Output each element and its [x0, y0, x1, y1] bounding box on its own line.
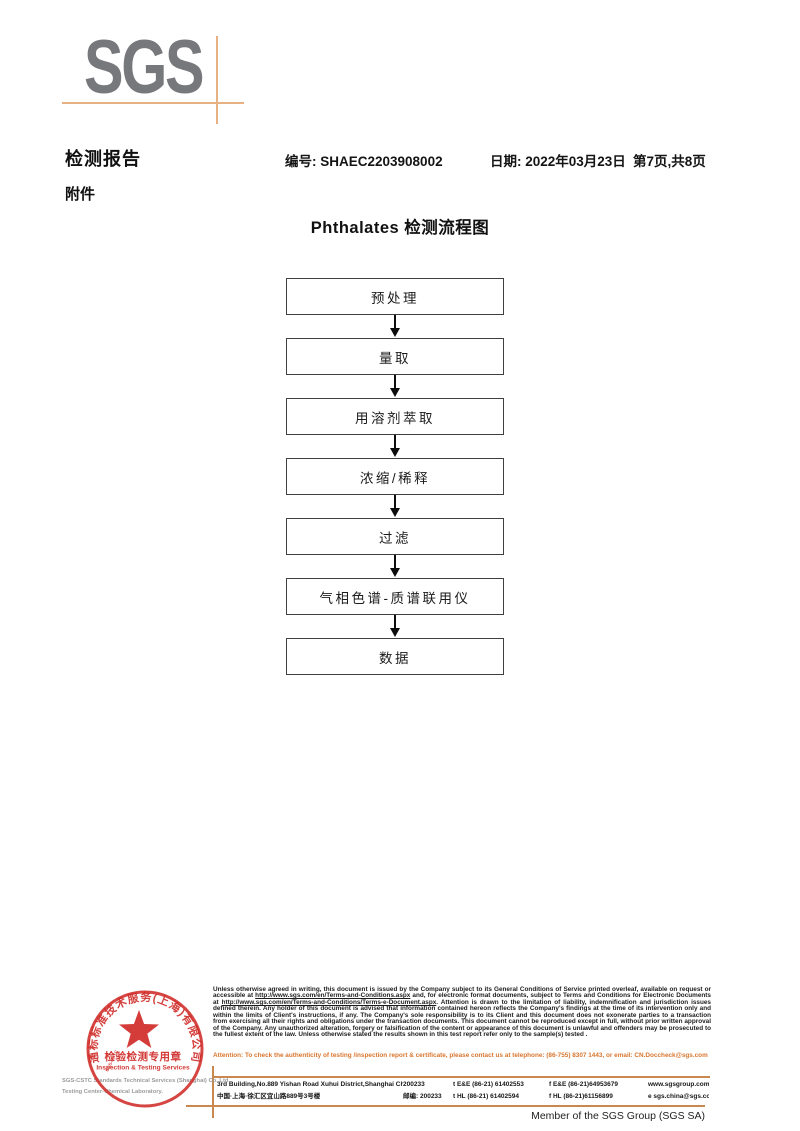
address-cn: 中国·上海·徐汇区宜山路889号3号楼 — [217, 1092, 321, 1100]
flow-arrow-down-icon — [286, 615, 504, 638]
address-block: 3rd Building,No.889 Yishan Road Xuhui Di… — [217, 1079, 709, 1102]
attachment-label: 附件 — [65, 186, 96, 203]
sgs-logo: SGS — [84, 25, 205, 110]
terms-text: and, for electronic format documents, su… — [213, 992, 711, 1006]
address-en: 3rd Building,No.889 Yishan Road Xuhui Di… — [217, 1081, 403, 1088]
inspection-stamp-icon: 通标标准技术服务(上海)有限公司 SGS-CSTC 检验检测专用章 Inspec… — [86, 990, 204, 1108]
flow-arrow-down-icon — [286, 435, 504, 458]
terms-url-1: http://www.sgs.com/en/Terms-and-Conditio… — [255, 992, 411, 1000]
flow-step: 浓缩/稀释 — [286, 458, 504, 495]
footer-rule-vertical — [212, 1066, 214, 1118]
email: e sgs.china@sgs.com — [648, 1092, 709, 1100]
stamp-center-line2: Inspection & Testing Services — [96, 1065, 190, 1072]
logo-crosshair-vertical — [216, 36, 218, 124]
flow-arrow-down-icon — [286, 555, 504, 578]
flow-arrow-down-icon — [286, 315, 504, 338]
page-indicator: 第7页,共8页 — [633, 154, 706, 169]
terms-url-2: http://www.sgs.com/en/Terms-and-Conditio… — [221, 998, 437, 1006]
terms-text: . Attention is drawn to the limitation o… — [213, 998, 711, 1039]
phone-f2: f HL (86-21)61156899 — [549, 1092, 613, 1100]
member-line: Member of the SGS Group (SGS SA) — [531, 1110, 705, 1122]
company-name-gray: SGS-CSTC Standards Technical Services (S… — [62, 1076, 231, 1098]
flow-arrow-down-icon — [286, 495, 504, 518]
website: www.sgsgroup.com.cn — [648, 1081, 709, 1088]
legal-terms-paragraph: Unless otherwise agreed in writing, this… — [213, 986, 711, 1039]
phone-f1: f E&E (86-21)64953679 — [549, 1081, 619, 1088]
company-name-line1: SGS-CSTC Standards Technical Services (S… — [62, 1078, 231, 1084]
flow-chart: 预处理量取用溶剂萃取浓缩/稀释过滤气相色谱-质谱联用仪数据 — [286, 278, 504, 675]
flow-step: 数据 — [286, 638, 504, 675]
report-date: 日期: 2022年03月23日 — [490, 154, 626, 169]
postal-cn: 邮编: 200233 — [403, 1092, 442, 1100]
terms-text: Unless otherwise agreed in writing, this… — [213, 986, 711, 1000]
report-title: 检测报告 — [65, 149, 141, 169]
phone-t1: t E&E (86-21) 61402553 — [453, 1081, 524, 1088]
logo-crosshair-horizontal — [62, 102, 244, 104]
flow-step: 量取 — [286, 338, 504, 375]
attention-notice: Attention: To check the authenticity of … — [213, 1052, 708, 1059]
flow-step: 用溶剂萃取 — [286, 398, 504, 435]
company-name-line2: Testing Center-Chemical Laboratory. — [62, 1089, 163, 1095]
diagram-title: Phthalates 检测流程图 — [310, 219, 490, 237]
flow-step: 过滤 — [286, 518, 504, 555]
footer-rule-top — [213, 1076, 710, 1078]
phone-t2: t HL (86-21) 61402594 — [453, 1092, 520, 1100]
postal-en: 200233 — [403, 1081, 425, 1088]
flow-step: 预处理 — [286, 278, 504, 315]
flow-arrow-down-icon — [286, 375, 504, 398]
report-number: 编号: SHAEC2203908002 — [285, 154, 443, 169]
flow-step: 气相色谱-质谱联用仪 — [286, 578, 504, 615]
footer-rule-bottom — [186, 1105, 705, 1107]
stamp-center-line1: 检验检测专用章 — [105, 1050, 182, 1063]
